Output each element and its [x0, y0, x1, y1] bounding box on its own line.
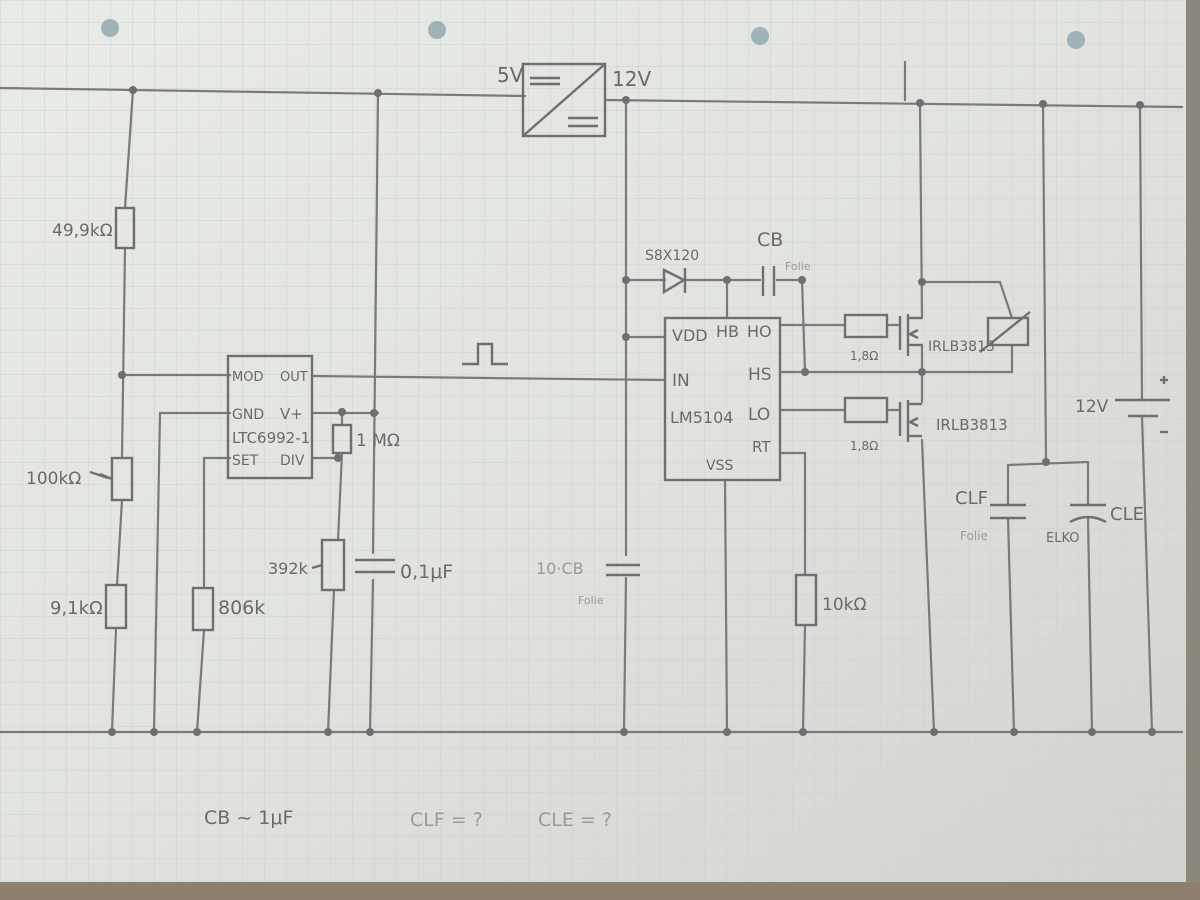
mosfet-high-side: [898, 314, 922, 356]
label-pot: 100kΩ: [26, 469, 81, 489]
label-drv-in: IN: [672, 371, 690, 391]
note-clf: CLF = ?: [410, 809, 483, 831]
capacitor-cvdd: [606, 563, 640, 577]
label-timer-name: LTC6992-1: [232, 429, 310, 447]
label-drv-vss: VSS: [706, 458, 733, 474]
load-coil: [979, 311, 1031, 353]
label-cb: CB: [757, 229, 783, 251]
resistor-r-set: [191, 586, 215, 632]
label-r-top: 49,9kΩ: [52, 221, 113, 241]
label-drv-ho: HO: [747, 322, 772, 341]
label-mos-lo: IRLB3813: [936, 416, 1008, 434]
label-drv-hs: HS: [748, 365, 772, 385]
resistor-gate-hi: [843, 313, 889, 339]
punch-hole: [428, 21, 446, 39]
dcdc-converter: [521, 62, 607, 138]
label-drv-lo: LO: [748, 405, 770, 425]
grid: [0, 0, 1192, 882]
resistor-rt: [794, 573, 818, 627]
label-r-set: 806k: [218, 597, 265, 619]
battery: [1115, 376, 1170, 434]
label-timer-gnd: GND: [232, 407, 264, 423]
resistor-r-bot: [104, 583, 128, 630]
label-drv-rt: RT: [752, 438, 771, 456]
timer-ic: [226, 354, 314, 480]
label-cvdd-note: Folie: [578, 594, 604, 607]
label-clf: CLF: [955, 488, 988, 509]
label-vout: 12V: [612, 67, 651, 91]
label-drv-vdd: VDD: [672, 326, 708, 345]
label-timer-set: SET: [232, 453, 259, 469]
label-timer-out: OUT: [280, 370, 308, 385]
punch-hole: [1067, 31, 1085, 49]
label-diode: S8X120: [645, 248, 699, 264]
label-c-01: 0,1μF: [400, 561, 453, 583]
label-timer-vplus: V+: [280, 405, 303, 423]
capacitor-0-1uf: [355, 558, 395, 574]
capacitor-cb: [761, 266, 776, 296]
label-r-1m: 1 MΩ: [356, 431, 400, 451]
label-cb-note: Folie: [785, 260, 811, 273]
punch-hole: [751, 27, 769, 45]
label-vin: 5V: [497, 63, 524, 87]
resistor-r-div: [311, 538, 346, 592]
label-r-div: 392k: [268, 559, 309, 578]
capacitor-clf: [990, 503, 1026, 520]
label-r-gate-hi: 1,8Ω: [850, 349, 878, 363]
label-cle-note: ELKO: [1046, 531, 1080, 546]
resistor-gate-lo: [843, 396, 889, 424]
label-drv-name: LM5104: [670, 408, 733, 427]
label-drv-hb: HB: [716, 322, 739, 341]
label-r-bot: 9,1kΩ: [50, 598, 103, 619]
label-timer-div: DIV: [280, 453, 305, 469]
resistor-r-top: [114, 206, 136, 250]
punch-hole: [101, 19, 119, 37]
label-r-gate-lo: 1,8Ω: [850, 439, 878, 453]
mosfet-low-side: [898, 400, 922, 442]
label-cle: CLE: [1110, 504, 1144, 525]
label-r-rt: 10kΩ: [822, 595, 866, 615]
note-cb: CB ~ 1μF: [204, 807, 293, 829]
potentiometer: [89, 456, 134, 502]
label-mos-hi: IRLB3813: [928, 339, 995, 355]
label-clf-note: Folie: [960, 529, 988, 543]
pulse-symbol: [462, 342, 508, 366]
label-cvdd: 10·CB: [536, 559, 584, 578]
label-timer-mod: MOD: [232, 370, 263, 385]
label-battery: 12V: [1075, 397, 1109, 417]
capacitor-cle: [1069, 503, 1107, 524]
note-cle: CLE = ?: [538, 809, 612, 831]
resistor-r-1m: [331, 423, 353, 455]
driver-ic: [663, 316, 782, 482]
junction-dots: [108, 86, 1156, 736]
diode-s8x120: [662, 268, 687, 295]
